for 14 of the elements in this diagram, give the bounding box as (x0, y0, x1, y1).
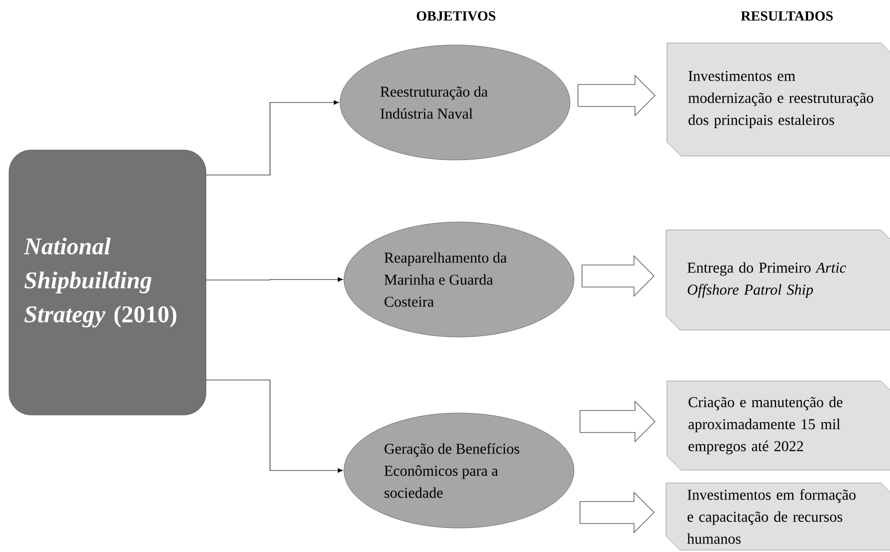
result-box: Investimentos em formação e capacitação de recursos humanos (666, 482, 890, 550)
strategy-box: National Shipbuilding Strategy (2010) (8, 150, 206, 416)
result-box: Criação e manutenção de aproximadamente 15 mil empregos até 2022 (666, 380, 890, 470)
block-arrow (578, 74, 656, 116)
block-arrow (582, 255, 655, 297)
result-box: Investimentos em modernização e reestruturação dos principais estaleiros (666, 42, 890, 156)
block-arrow (580, 400, 656, 442)
column-heading: RESULTADOS (740, 11, 833, 21)
arrow (206, 100, 339, 176)
result-box: Entrega do Primeiro Artic Offshore Patrol Ship (666, 230, 890, 330)
arrow (206, 380, 343, 473)
column-heading: OBJETIVOS (416, 11, 496, 21)
block-arrow (580, 492, 655, 534)
arrow (206, 277, 343, 282)
